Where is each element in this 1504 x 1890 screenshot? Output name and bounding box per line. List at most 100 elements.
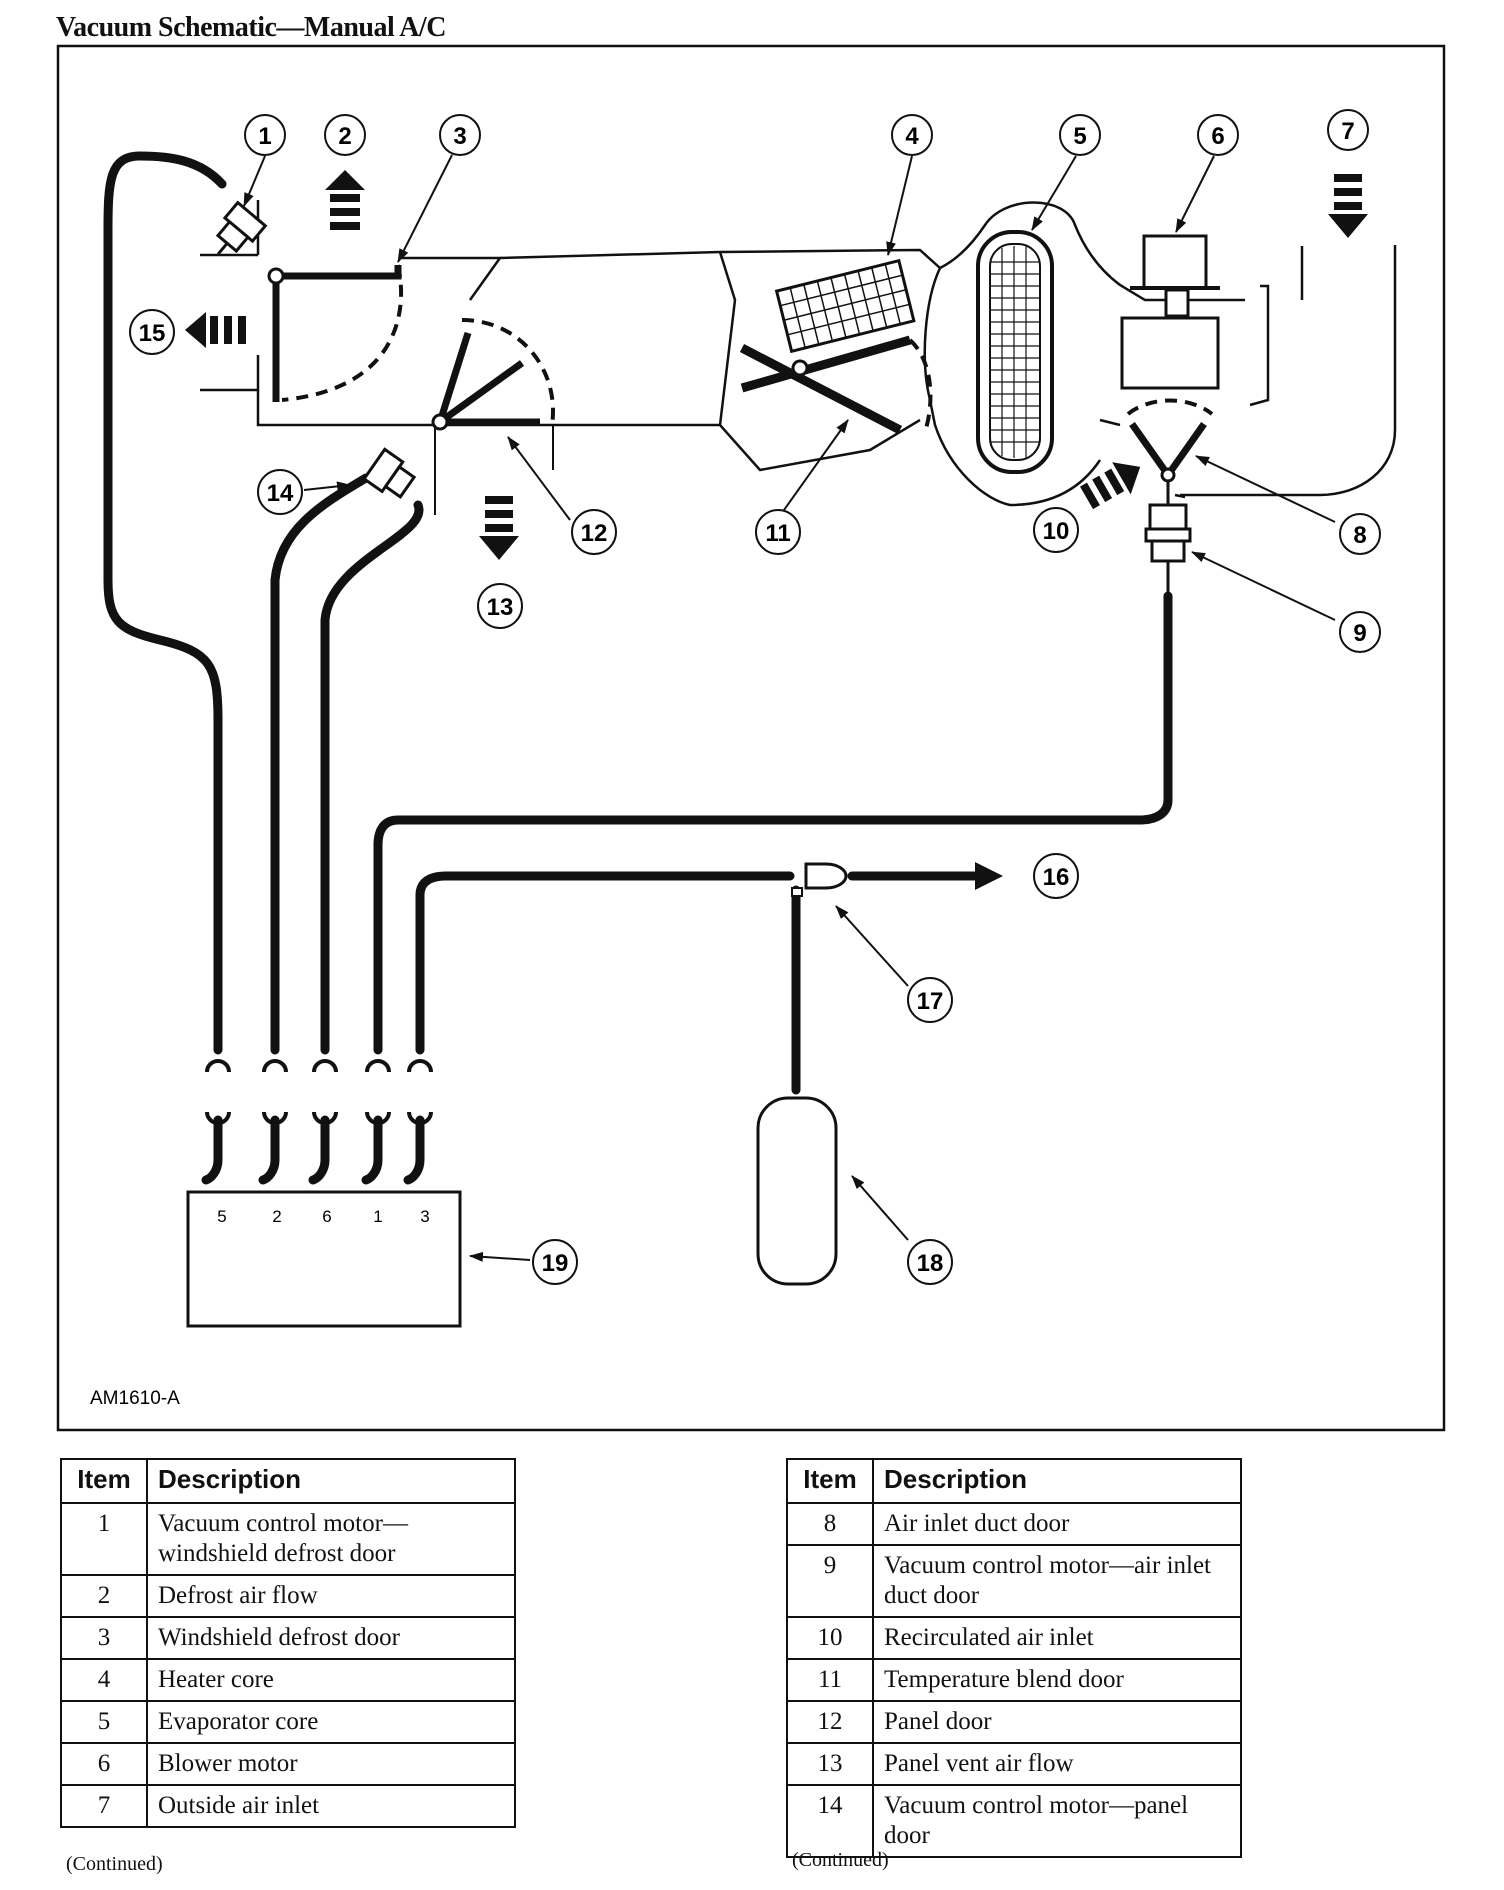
continued-note-right: (Continued) [792, 1849, 889, 1871]
legend-header-item: Item [60, 1458, 148, 1504]
legend-header-row: Item Description [60, 1458, 516, 1504]
vacuum-schematic-diagram: 5 2 6 1 3 1 2 3 4 5 6 7 8 9 10 11 12 13 … [56, 44, 1446, 1432]
connector-port-label: 3 [420, 1207, 429, 1226]
connector-port-label: 2 [272, 1207, 281, 1226]
blower-motor [1120, 234, 1220, 390]
svg-text:4: 4 [905, 123, 919, 150]
svg-text:7: 7 [1341, 118, 1354, 145]
legend-item-description: Air inlet duct door [872, 1502, 1242, 1546]
legend-item-number: 12 [786, 1700, 874, 1744]
connector-port-label: 5 [217, 1207, 226, 1226]
callout-12: 12 [571, 509, 617, 555]
svg-text:17: 17 [917, 988, 944, 1015]
legend-item-number: 9 [786, 1544, 874, 1618]
callout-4: 4 [891, 114, 933, 156]
vacuum-motor-defrost [215, 200, 268, 256]
callout-2: 2 [324, 114, 366, 156]
legend-item-number: 8 [786, 1502, 874, 1546]
legend-item-number: 2 [60, 1574, 148, 1618]
legend-item-description: Vacuum control motor—panel door [872, 1784, 1242, 1858]
callout-7: 7 [1327, 109, 1369, 151]
svg-text:16: 16 [1043, 864, 1070, 891]
panel-door [431, 318, 555, 515]
legend-item-number: 10 [786, 1616, 874, 1660]
legend-item-description: Windshield defrost door [146, 1616, 516, 1660]
connector-port-labels: 5 2 6 1 3 [217, 1207, 429, 1226]
legend-item-number: 13 [786, 1742, 874, 1786]
callout-15: 15 [129, 309, 175, 355]
legend-item-number: 7 [60, 1784, 148, 1828]
callout-16: 16 [1033, 853, 1079, 899]
vacuum-motor-panel [362, 447, 417, 499]
page-title: Vacuum Schematic—Manual A/C [56, 12, 446, 43]
callout-5: 5 [1059, 114, 1101, 156]
legend-header-item: Item [786, 1458, 874, 1504]
callout-6: 6 [1197, 114, 1239, 156]
duct-housing [200, 200, 1397, 507]
callout-1: 1 [244, 114, 286, 156]
svg-text:13: 13 [487, 594, 514, 621]
svg-text:11: 11 [765, 520, 790, 547]
callout-11: 11 [755, 509, 801, 555]
legend-header-row: Item Description [786, 1458, 1242, 1504]
diagram-frame [56, 44, 1446, 1432]
continued-note-left: (Continued) [66, 1853, 163, 1875]
callout-3: 3 [439, 114, 481, 156]
legend-item-description: Panel vent air flow [872, 1742, 1242, 1786]
legend-item-description: Outside air inlet [146, 1784, 516, 1828]
vacuum-motor-air-inlet [1144, 482, 1192, 563]
legend-header-description: Description [146, 1458, 516, 1504]
connector-port-label: 6 [322, 1207, 331, 1226]
panel-vent-air-flow-arrow [479, 496, 519, 560]
evaporator-core [976, 230, 1054, 474]
vacuum-source-arrow [975, 862, 1003, 890]
callout-13: 13 [477, 583, 523, 629]
legend-item-description: Blower motor [146, 1742, 516, 1786]
svg-text:5: 5 [1073, 123, 1086, 150]
legend-item-number: 4 [60, 1658, 148, 1702]
svg-text:10: 10 [1043, 518, 1070, 545]
hose-stubs [201, 1115, 425, 1185]
svg-text:1: 1 [258, 123, 271, 150]
legend-item-number: 6 [60, 1742, 148, 1786]
legend-item-description: Temperature blend door [872, 1658, 1242, 1702]
legend-item-description: Vacuum control motor—air inlet duct door [872, 1544, 1242, 1618]
air-inlet-duct-door [1126, 398, 1214, 483]
legend-item-description: Vacuum control motor—windshield defrost … [146, 1502, 516, 1576]
callout-9: 9 [1339, 611, 1381, 653]
defrost-air-flow-arrow [325, 170, 365, 230]
recirculated-air-inlet-arrow [1080, 462, 1141, 510]
connector-port-label: 1 [373, 1207, 382, 1226]
leader-lines [243, 154, 1336, 1262]
svg-text:6: 6 [1211, 123, 1224, 150]
legend-item-number: 1 [60, 1502, 148, 1576]
svg-text:9: 9 [1353, 620, 1366, 647]
hose-connectors [205, 1059, 433, 1125]
control-assembly [186, 1190, 462, 1328]
callout-18: 18 [907, 1239, 953, 1285]
svg-text:19: 19 [542, 1250, 569, 1277]
callout-17: 17 [907, 977, 953, 1023]
svg-text:3: 3 [453, 123, 466, 150]
legend-item-number: 14 [786, 1784, 874, 1858]
vacuum-reservoir [756, 1096, 838, 1286]
floor-air-flow-arrow [185, 312, 246, 348]
figure-code: AM1610-A [90, 1388, 180, 1409]
legend-item-description: Recirculated air inlet [872, 1616, 1242, 1660]
outside-air-inlet-arrow [1328, 174, 1368, 238]
check-valve [791, 862, 848, 897]
legend-item-description: Heater core [146, 1658, 516, 1702]
